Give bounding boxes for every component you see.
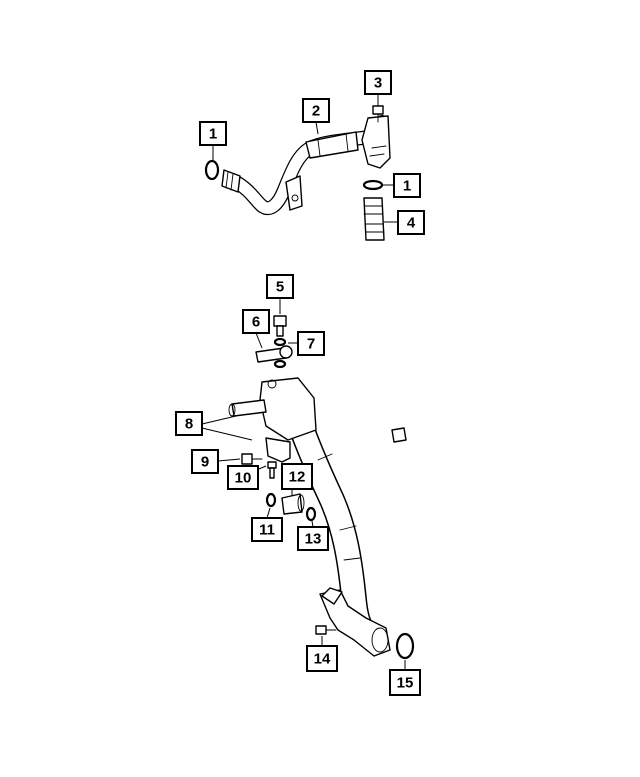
svg-text:9: 9 bbox=[201, 454, 209, 471]
svg-text:8: 8 bbox=[185, 416, 193, 433]
callout-4: 4 bbox=[397, 210, 425, 235]
small-parts bbox=[241, 315, 415, 660]
o-ring-part-15 bbox=[395, 632, 415, 660]
callout-12: 12 bbox=[281, 463, 313, 490]
upper-housing bbox=[259, 377, 317, 441]
o-ring-part-7-lower bbox=[273, 359, 287, 369]
callout-5: 5 bbox=[266, 274, 294, 299]
bolt-part-5 bbox=[273, 315, 287, 337]
o-ring-part-13 bbox=[305, 506, 317, 522]
callout-14: 14 bbox=[306, 645, 338, 672]
callout-6: 6 bbox=[242, 309, 270, 334]
fitting-part-12 bbox=[281, 493, 305, 515]
svg-text:1: 1 bbox=[209, 126, 217, 143]
callout-1-left: 1 bbox=[199, 121, 227, 146]
svg-text:15: 15 bbox=[397, 675, 414, 692]
callout-9: 9 bbox=[191, 449, 219, 474]
side-tube-part-8 bbox=[231, 399, 267, 417]
lower-outlet bbox=[319, 589, 391, 657]
callout-7: 7 bbox=[297, 331, 325, 356]
callout-13: 13 bbox=[297, 526, 329, 551]
svg-text:1: 1 bbox=[403, 178, 411, 195]
svg-text:11: 11 bbox=[259, 522, 275, 539]
o-ring-part-1-left bbox=[204, 159, 220, 181]
upper-tube-assembly bbox=[204, 105, 391, 241]
callout-3: 3 bbox=[364, 70, 392, 95]
leader-lines bbox=[201, 94, 406, 670]
o-ring-part-1-right bbox=[362, 179, 384, 191]
svg-text:12: 12 bbox=[289, 469, 306, 486]
connector-part-4 bbox=[363, 197, 385, 241]
lower-hose-assembly bbox=[228, 377, 407, 657]
svg-text:14: 14 bbox=[314, 651, 331, 668]
callout-11: 11 bbox=[251, 517, 283, 542]
stud-part-10 bbox=[267, 461, 277, 479]
svg-text:5: 5 bbox=[276, 279, 284, 296]
svg-text:7: 7 bbox=[307, 336, 315, 353]
o-ring-part-11 bbox=[265, 492, 277, 508]
bolt-part-14 bbox=[315, 625, 337, 635]
svg-text:10: 10 bbox=[235, 470, 252, 487]
o-ring-part-7-upper bbox=[273, 337, 287, 347]
svg-text:6: 6 bbox=[252, 314, 260, 331]
stray-fitting bbox=[391, 427, 407, 443]
callout-15: 15 bbox=[389, 669, 421, 696]
svg-text:2: 2 bbox=[312, 103, 320, 120]
svg-text:13: 13 bbox=[305, 531, 322, 548]
svg-text:3: 3 bbox=[374, 75, 382, 92]
callouts: 1 2 3 1 4 5 6 7 8 9 10 11 12 13 14 15 bbox=[175, 70, 425, 696]
callout-10: 10 bbox=[227, 465, 259, 490]
bolt-part-9 bbox=[241, 453, 263, 465]
banjo-fitting-part-6 bbox=[255, 345, 293, 363]
svg-text:4: 4 bbox=[407, 215, 416, 232]
callout-2: 2 bbox=[302, 98, 330, 123]
callout-8: 8 bbox=[175, 411, 203, 436]
callout-1-right: 1 bbox=[393, 173, 421, 198]
coolant-tube-part-2 bbox=[221, 115, 391, 216]
